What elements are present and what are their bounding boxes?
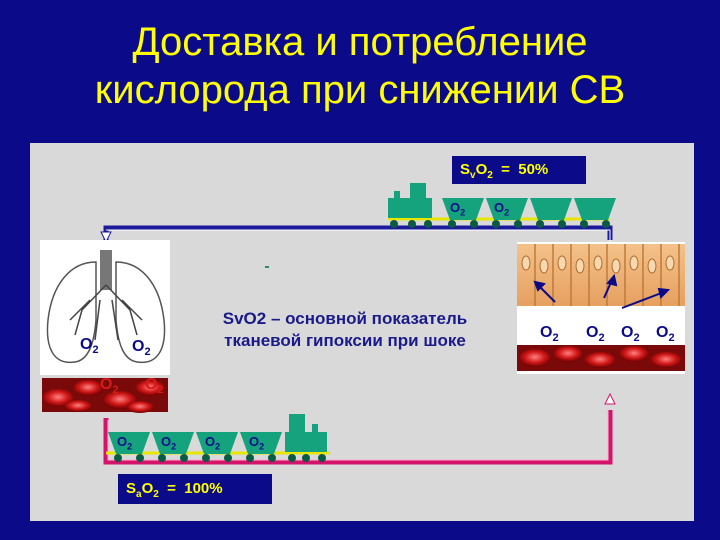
lung-blood-cells-icon [42, 378, 168, 413]
o2-venous-wagon-1: O2 [450, 200, 466, 218]
slide-title: Доставка и потребление кислорода при сни… [0, 18, 720, 114]
svo2-value: = 50% [492, 161, 549, 178]
main-caption-line-1: SvO2 – основной показатель [222, 309, 468, 328]
venous-line [100, 225, 613, 245]
svo2-sub-v: v [470, 170, 476, 181]
sao2-mid: O [141, 480, 154, 497]
o2-lung-left: O2 [80, 336, 99, 357]
sao2-sub-2: 2 [153, 489, 159, 500]
o2-tissue-2: O2 [586, 324, 605, 345]
main-caption: SvO2 – основной показатель тканевой гипо… [190, 308, 500, 352]
o2-arterial-wagon-1: O2 [117, 434, 133, 452]
svo2-sub-2: 2 [487, 170, 493, 181]
title-line-2: кислорода при снижении СВ [94, 68, 626, 112]
sao2-value: = 100% [158, 480, 223, 497]
o2-arterial-wagon-4: O2 [249, 434, 265, 452]
o2-lung-blood-right: O2 [145, 376, 164, 397]
o2-tissue-3: O2 [621, 324, 640, 345]
o2-arterial-wagon-2: O2 [161, 434, 177, 452]
title-line-1: Доставка и потребление [132, 20, 588, 64]
main-caption-line-2: тканевой гипоксии при шоке [224, 331, 466, 350]
o2-lung-blood-left: O2 [100, 376, 119, 397]
o2-tissue-1: O2 [540, 324, 559, 345]
arterial-line [103, 392, 616, 465]
o2-arterial-wagon-3: O2 [205, 434, 221, 452]
venous-train-icon [388, 183, 616, 228]
lungs-icon [40, 240, 170, 375]
o2-lung-right: O2 [132, 338, 151, 359]
o2-tissue-4: O2 [656, 324, 675, 345]
sao2-prefix: S [126, 480, 137, 497]
svo2-label: SvO2 = 50% [452, 156, 586, 184]
svo2-mid: O [475, 161, 488, 178]
o2-venous-wagon-2: O2 [494, 200, 510, 218]
sao2-sub-a: a [136, 489, 142, 500]
svo2-prefix: S [460, 161, 471, 178]
tissue-cells-icon [517, 242, 685, 374]
arterial-train-icon [106, 414, 330, 462]
sao2-label: SaO2 = 100% [118, 474, 272, 504]
